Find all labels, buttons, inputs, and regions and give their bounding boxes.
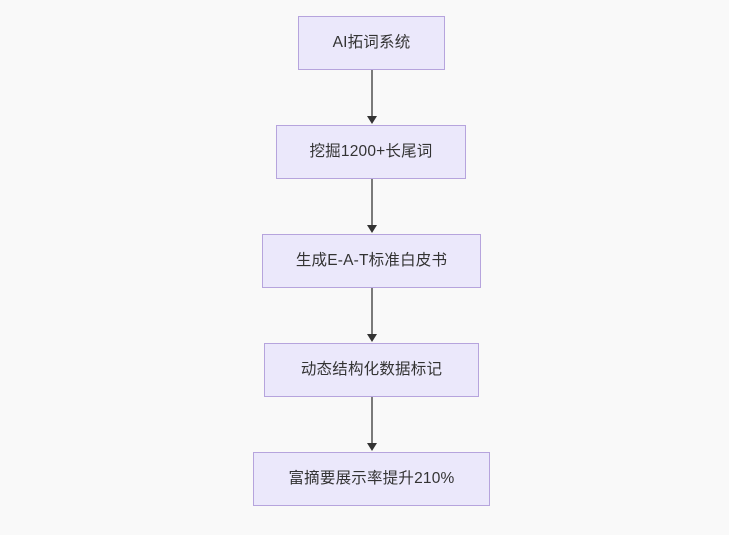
edge-line [371,397,373,444]
flowchart-node-ai-keyword-system[interactable]: AI拓词系统 [298,16,445,70]
node-label: 动态结构化数据标记 [300,361,443,379]
flowchart-node-dynamic-structured-data-markup[interactable]: 动态结构化数据标记 [264,343,479,397]
arrowhead-icon [366,225,377,233]
arrowhead-icon [366,116,377,124]
flowchart-node-rich-snippet-rate-increase[interactable]: 富摘要展示率提升210% [253,452,490,506]
edge-line [371,288,373,335]
flowchart-node-mine-longtail-keywords[interactable]: 挖掘1200+长尾词 [276,125,466,179]
node-label: 富摘要展示率提升210% [288,470,455,488]
edge-line [371,179,373,226]
flowchart-node-generate-eat-whitepaper[interactable]: 生成E-A-T标准白皮书 [262,234,481,288]
node-label: 生成E-A-T标准白皮书 [295,252,448,270]
node-label: AI拓词系统 [332,34,411,52]
arrowhead-icon [366,443,377,451]
arrowhead-icon [366,334,377,342]
node-label: 挖掘1200+长尾词 [309,143,433,161]
edge-line [371,70,373,117]
